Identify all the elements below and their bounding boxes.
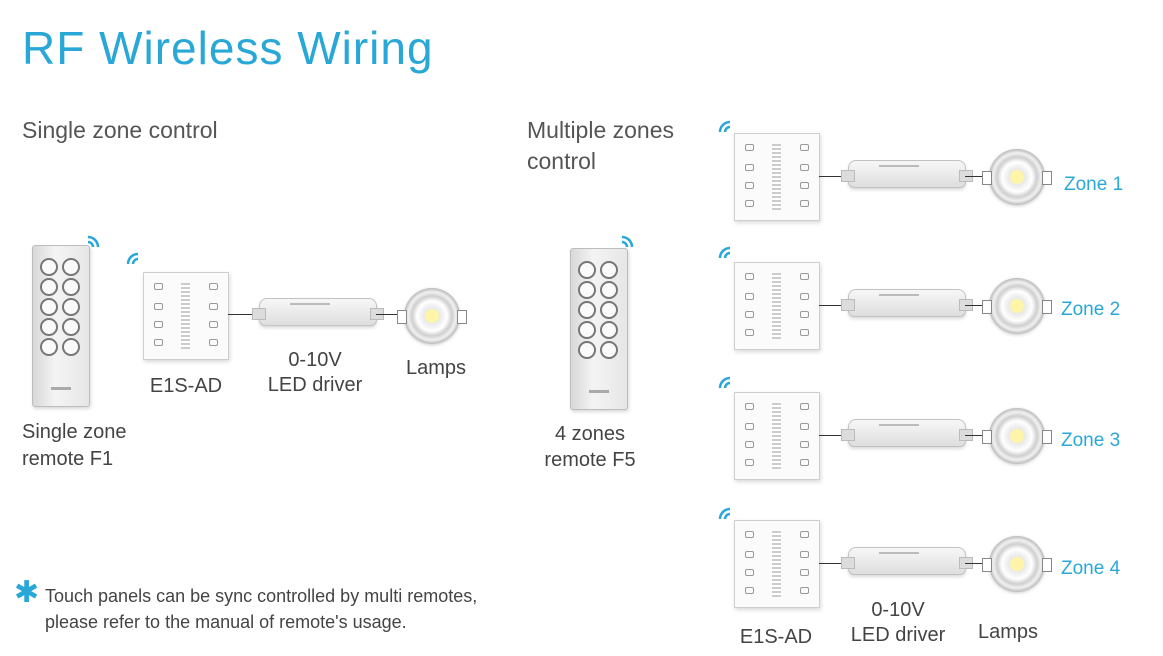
- panel-label: E1S-AD: [149, 375, 223, 397]
- wireless-signal-icon: [621, 235, 634, 248]
- remote-f5-label-line2: remote F5: [544, 449, 636, 471]
- wireless-signal-icon: [718, 376, 731, 389]
- remote-f5: [570, 248, 628, 410]
- multi-lamp-label: Lamps: [977, 621, 1039, 643]
- multi-zone-heading-line2: control: [527, 148, 597, 174]
- multi-zone-heading-line1: Multiple zones: [527, 117, 675, 143]
- touch-panel-zone-4: [734, 520, 820, 608]
- multi-panel-label: E1S-AD: [739, 626, 813, 648]
- sync-note: Touch panels can be sync controlled by m…: [45, 583, 477, 635]
- lamp-zone-4: [982, 536, 1052, 592]
- wireless-signal-icon: [718, 120, 731, 133]
- sync-note-line1: Touch panels can be sync controlled by m…: [45, 586, 478, 606]
- remote-f1-label-line1: Single zone: [22, 421, 127, 443]
- wireless-signal-icon: [718, 246, 731, 259]
- wire: [228, 314, 260, 315]
- remote-f5-label-line1: 4 zones: [554, 423, 626, 445]
- zone-3-label: Zone 3: [1061, 430, 1121, 451]
- zone-4-label: Zone 4: [1061, 558, 1121, 579]
- sync-note-line2: please refer to the manual of remote's u…: [45, 612, 407, 632]
- lamp-zone-1: [982, 149, 1052, 205]
- wireless-signal-icon: [126, 252, 139, 265]
- touch-panel-e1s-ad: [143, 272, 229, 360]
- led-driver-zone-1: [841, 160, 973, 188]
- driver-label-line2: LED driver: [267, 374, 363, 396]
- zone-2-label: Zone 2: [1061, 299, 1121, 320]
- wireless-signal-icon: [718, 507, 731, 520]
- led-driver-zone-3: [841, 419, 973, 447]
- led-driver-zone-2: [841, 289, 973, 317]
- multi-driver-label-line1: 0-10V: [871, 599, 925, 621]
- remote-f1-label-line2: remote F1: [22, 448, 114, 470]
- page-title: RF Wireless Wiring: [22, 22, 434, 74]
- wireless-signal-icon: [87, 235, 100, 248]
- wire: [376, 314, 404, 315]
- remote-f1: [32, 245, 90, 407]
- touch-panel-zone-3: [734, 392, 820, 480]
- lamp-zone-3: [982, 408, 1052, 464]
- led-driver-zone-4: [841, 547, 973, 575]
- led-driver: [252, 298, 384, 326]
- lamp-zone-2: [982, 278, 1052, 334]
- lamp-label: Lamps: [405, 357, 467, 379]
- zone-1-label: Zone 1: [1064, 174, 1124, 195]
- multi-driver-label-line2: LED driver: [850, 624, 946, 646]
- single-zone-heading: Single zone control: [22, 117, 218, 143]
- touch-panel-zone-1: [734, 133, 820, 221]
- touch-panel-zone-2: [734, 262, 820, 350]
- lamp: [397, 288, 467, 344]
- asterisk-icon: ✱: [14, 576, 40, 609]
- driver-label-line1: 0-10V: [288, 349, 342, 371]
